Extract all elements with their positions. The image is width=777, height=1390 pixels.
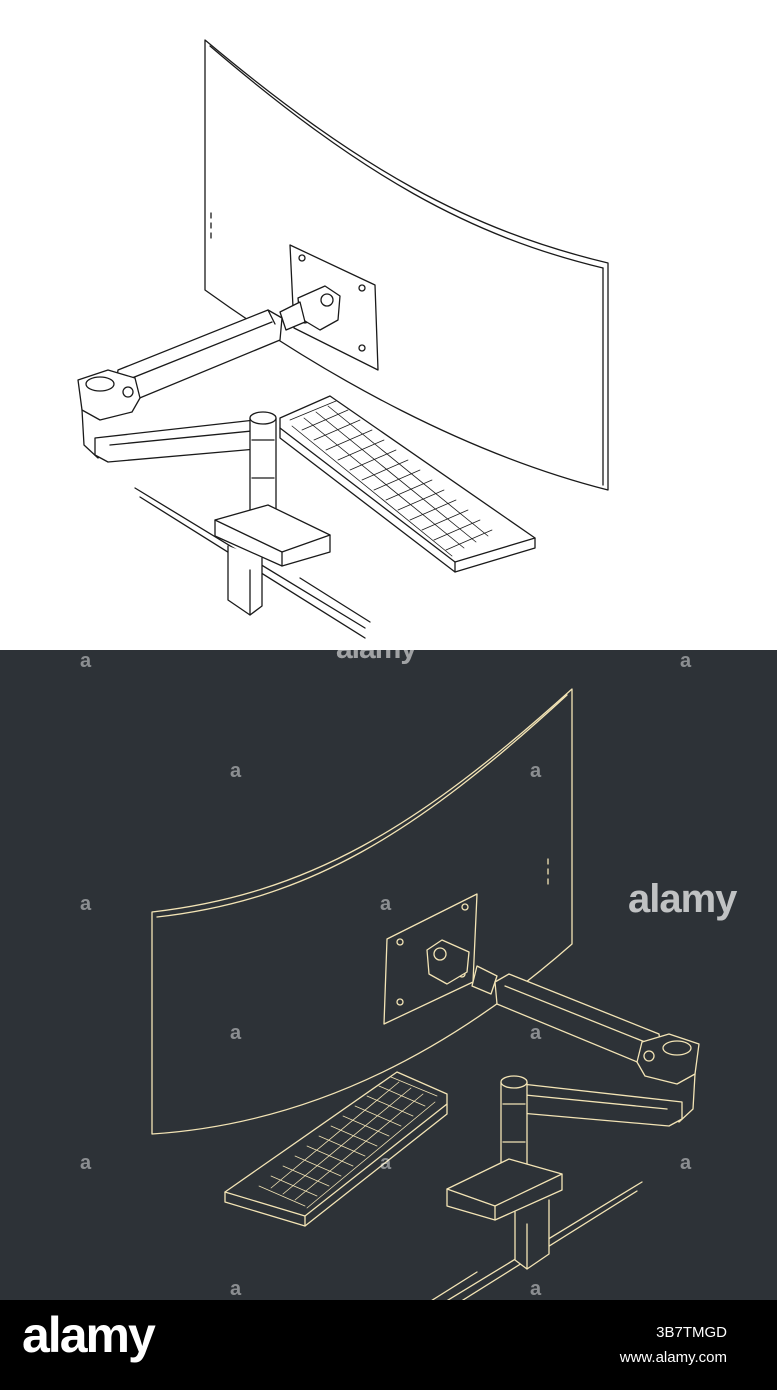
watermark-glyph: a	[230, 1278, 242, 1300]
image-id: 3B7TMGD	[656, 1324, 727, 1341]
watermark-glyph: a	[380, 893, 392, 915]
watermark-glyph: a	[680, 650, 692, 672]
watermark-brand-top: alamy	[336, 632, 417, 665]
watermark-glyph: a	[680, 1152, 692, 1174]
light-illustration-panel	[0, 0, 777, 650]
watermark-glyph: a	[230, 760, 242, 782]
monitor-arm-drawing-dark	[151, 688, 700, 1300]
watermark-glyph: a	[80, 650, 92, 672]
watermark-glyph: a	[530, 1022, 542, 1044]
watermark-glyph: a	[530, 1278, 542, 1300]
footer-url[interactable]: www.alamy.com	[619, 1349, 727, 1366]
watermark-glyph: a	[230, 1022, 242, 1044]
watermark-glyph: a	[380, 1152, 392, 1174]
footer-logo[interactable]: alamy	[22, 1307, 156, 1363]
watermark-brand: alamy	[628, 877, 737, 921]
watermark-glyph: a	[80, 893, 92, 915]
dark-illustration-panel: a a a a a a a a a a a a a alamy alamy	[0, 632, 777, 1300]
watermark-glyph: a	[530, 760, 542, 782]
footer-bar: alamy 3B7TMGD www.alamy.com	[0, 1300, 777, 1390]
monitor-arm-drawing-light	[77, 39, 609, 639]
watermark-glyph: a	[80, 1152, 92, 1174]
